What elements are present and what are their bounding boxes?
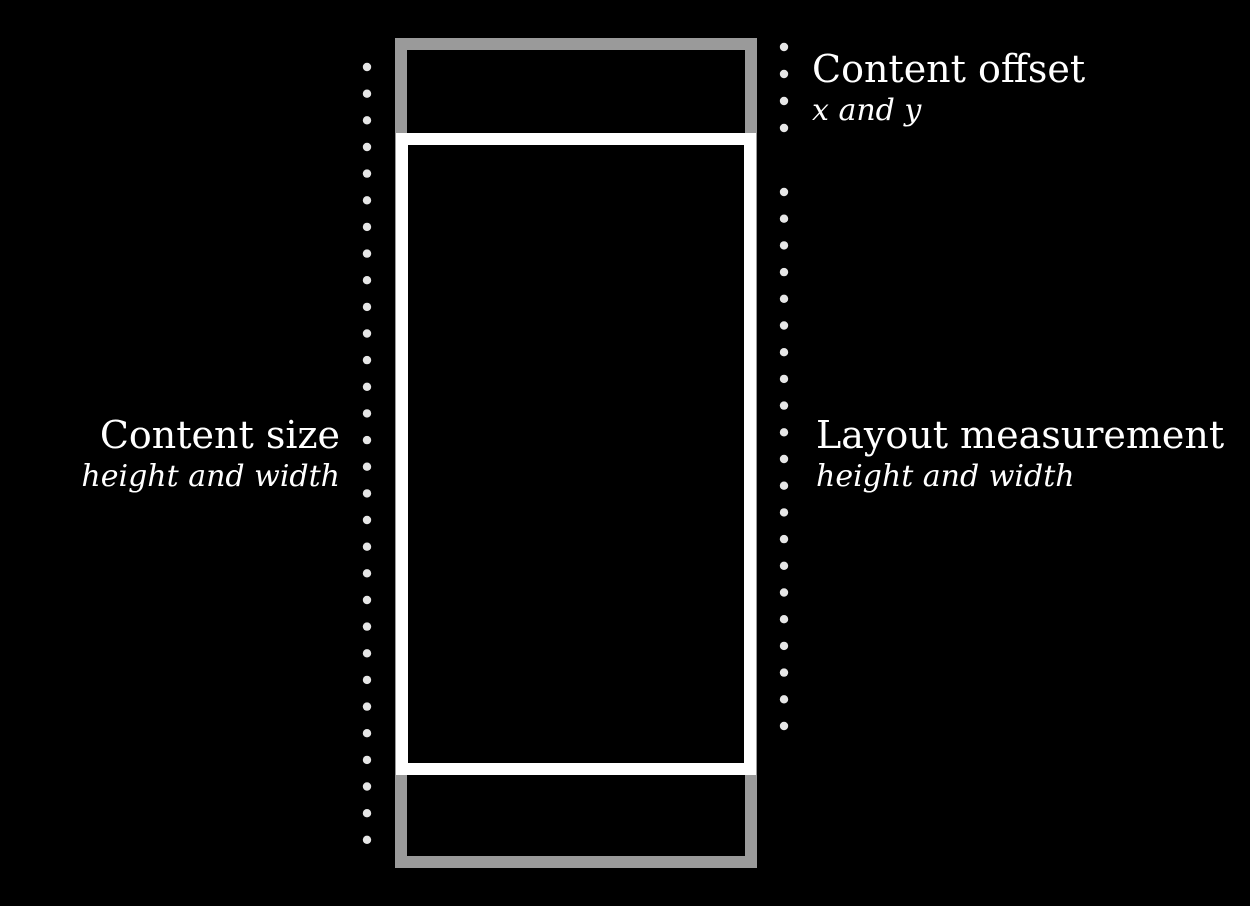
guide-dot [362,196,372,205]
guide-dot [362,542,372,551]
content-offset-label: Content offset x and y [812,47,1086,128]
guide-dot [779,123,789,133]
guide-dot [779,96,789,106]
guide-dot [362,435,372,445]
guide-dot [362,142,372,152]
guide-dot [779,721,789,731]
guide-dot [779,241,789,250]
guide-dot [779,294,789,303]
guide-dot [362,462,372,471]
layout-measurement-title: Layout measurement [816,413,1225,457]
guide-dot [362,649,372,658]
guide-dot [362,729,372,738]
guide-dot [779,187,789,197]
guide-dot [779,588,789,597]
guide-dot [362,409,372,418]
guide-dot [362,329,372,338]
guide-dot [362,355,372,365]
guide-dot [362,489,372,498]
guide-dot [362,302,372,312]
layout-measurement-dotted-guide [779,187,789,731]
guide-dot [779,615,789,624]
guide-dot [779,508,789,517]
guide-dot [362,249,372,258]
viewport-frame [396,133,756,775]
guide-dot [779,454,789,464]
guide-dot [362,622,372,631]
guide-dot [362,809,372,818]
layout-measurement-label: Layout measurement height and width [816,413,1225,494]
guide-dot [779,428,789,437]
guide-dot [362,276,372,285]
guide-dot [362,515,372,525]
guide-dot [779,321,789,330]
content-size-dotted-guide [362,62,372,844]
guide-dot [362,116,372,125]
content-offset-title: Content offset [812,47,1086,91]
guide-dot [779,481,789,490]
layout-measurement-subtitle: height and width [816,458,1075,494]
guide-dot [362,89,372,98]
guide-dot [779,348,789,357]
guide-dot [362,222,372,232]
content-offset-subtitle: x and y [812,92,922,128]
guide-dot [362,702,372,711]
guide-dot [779,561,789,570]
content-size-subtitle: height and width [81,458,340,494]
guide-dot [779,695,789,704]
content-size-label: Content size height and width [81,413,340,494]
guide-dot [362,595,372,605]
guide-dot [779,69,789,79]
guide-dot [779,534,789,544]
guide-dot [362,782,372,791]
guide-dot [779,42,789,52]
guide-dot [779,401,789,410]
guide-dot [362,62,372,72]
content-size-title: Content size [99,413,340,457]
guide-dot [362,675,372,685]
content-offset-dotted-guide [779,42,789,133]
guide-dot [362,835,372,844]
guide-dot [362,382,372,391]
guide-dot [779,641,789,651]
guide-dot [779,267,789,277]
guide-dot [362,569,372,578]
guide-dot [779,374,789,384]
guide-dot [362,755,372,765]
guide-dot [779,214,789,223]
guide-dot [779,668,789,677]
guide-dot [362,169,372,178]
